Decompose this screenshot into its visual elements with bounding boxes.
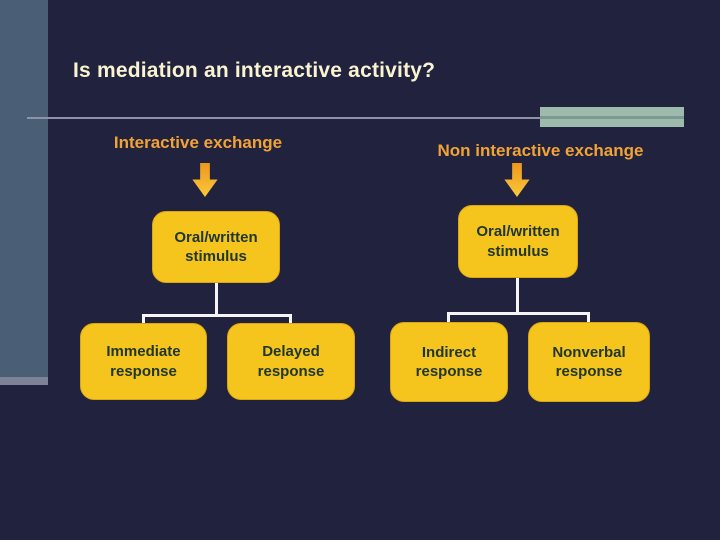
connector-left-stub-b — [289, 314, 292, 325]
down-arrow-icon — [192, 163, 218, 197]
title-accent-rect-line — [540, 116, 684, 119]
connector-left-vertical — [215, 282, 218, 316]
connector-right-horizontal — [447, 312, 590, 315]
connector-right-stub-a — [447, 312, 450, 324]
stimulus-box-interactive: Oral/written stimulus — [152, 211, 280, 283]
slide-title: Is mediation an interactive activity? — [73, 59, 436, 82]
response-box-delayed: Delayed response — [227, 323, 355, 400]
title-accent-rect — [540, 107, 684, 127]
connector-right-vertical — [516, 277, 519, 315]
response-box-nonverbal: Nonverbal response — [528, 322, 650, 402]
left-accent-bar — [0, 0, 48, 385]
response-box-indirect: Indirect response — [390, 322, 508, 402]
stimulus-box-noninteractive: Oral/written stimulus — [458, 205, 578, 278]
down-arrow-icon — [504, 163, 530, 197]
column-header-noninteractive: Non interactive exchange — [437, 141, 644, 160]
left-accent-bar-edge — [0, 377, 48, 385]
connector-right-stub-b — [587, 312, 590, 324]
column-header-interactive: Interactive exchange — [113, 133, 283, 152]
response-box-immediate: Immediate response — [80, 323, 207, 400]
connector-left-horizontal — [142, 314, 292, 317]
connector-left-stub-a — [142, 314, 145, 325]
title-underline — [27, 117, 684, 119]
